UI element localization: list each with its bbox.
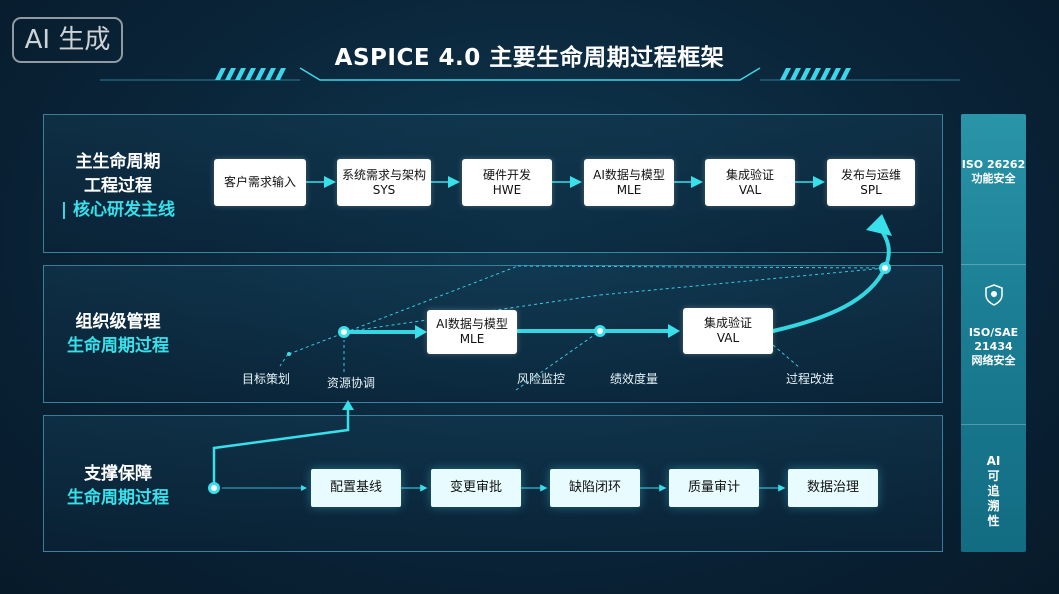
label-performance-measurement: 绩效度量 [610,372,659,386]
box-mle: AI数据与模型 MLE [584,159,674,206]
rail-ai-char: AI [986,454,1001,468]
box-sys: 系统需求与架构 SYS [337,159,431,206]
org-title: 组织级管理 [75,312,161,332]
support-title: 支撑保障 [84,464,152,484]
box-label: 发布与运维 [840,167,901,182]
box-code: SYS [372,182,396,197]
rail-iso21434-code1: ISO/SAE [968,326,1019,339]
ai-generated-badge: AI 生成 [12,17,123,63]
rail-iso21434-label: 网络安全 [971,354,1016,367]
box-code: HWE [492,182,522,197]
box-label: 系统需求与架构 [341,167,426,182]
org-subtitle: 生命周期过程 [67,336,169,356]
main-title-line2: 工程过程 [84,176,152,196]
support-subtitle: 生命周期过程 [67,488,169,508]
page-title: ASPICE 4.0 主要生命周期过程框架 [334,45,725,71]
org-panel-title: 组织级管理 生命周期过程 [58,310,178,358]
label-goal-planning: 目标策划 [242,372,291,386]
label-process-improvement: 过程改进 [786,372,835,386]
box-quality-audit: 质量审计 [669,469,759,507]
shield-icon [961,284,1026,308]
main-subtitle: | 核心研发主线 [60,200,176,220]
box-code: VAL [738,182,762,197]
box-label: 客户需求输入 [223,175,296,189]
rail-iso21434-code2: 21434 [974,340,1013,353]
rail-ai-char: 可 [987,469,1000,483]
rail-iso26262-label: 功能安全 [971,172,1016,185]
box-val: 集成验证 VAL [705,159,795,206]
box-defect-closure: 缺陷闭环 [550,469,640,507]
box-customer-requirements: 客户需求输入 [214,159,306,206]
label-resource-coordination: 资源协调 [327,376,376,390]
label-risk-monitoring: 风险监控 [517,372,566,386]
rail-iso26262-code: ISO 26262 [961,158,1026,171]
box-label: 集成验证 [725,167,774,182]
box-code: VAL [716,331,740,345]
box-code: MLE [616,182,642,197]
box-spl: 发布与运维 SPL [827,159,915,206]
main-panel-title: 主生命周期 工程过程 | 核心研发主线 [58,150,178,222]
box-label: 集成验证 [703,316,752,330]
org-box-val: 集成验证 VAL [683,308,773,354]
support-panel-title: 支撑保障 生命周期过程 [58,462,178,510]
box-code: MLE [459,332,485,346]
standards-rail: ISO 26262 功能安全 ISO/SAE 21434 网络安全 AI 可 追… [961,114,1026,552]
box-data-governance: 数据治理 [788,469,878,507]
rail-ai-char: 溯 [987,499,1000,513]
box-label: AI数据与模型 [593,167,665,182]
box-label: AI数据与模型 [436,317,508,331]
rail-iso26262: ISO 26262 功能安全 [961,158,1026,186]
main-title-line1: 主生命周期 [75,152,161,172]
box-hwe: 硬件开发 HWE [462,159,552,206]
rail-divider [961,424,1026,425]
rail-ai-traceability: AI 可 追 溯 性 [961,454,1026,529]
rail-ai-char: 性 [987,514,1000,528]
box-config-baseline: 配置基线 [311,469,401,507]
org-box-mle: AI数据与模型 MLE [427,310,517,354]
title-decoration [100,67,960,81]
rail-divider [961,264,1026,265]
box-code: SPL [860,182,882,197]
rail-iso21434: ISO/SAE 21434 网络安全 [961,284,1026,368]
box-label: 硬件开发 [482,167,531,182]
box-change-approval: 变更审批 [431,469,521,507]
rail-ai-char: 追 [987,484,1000,498]
